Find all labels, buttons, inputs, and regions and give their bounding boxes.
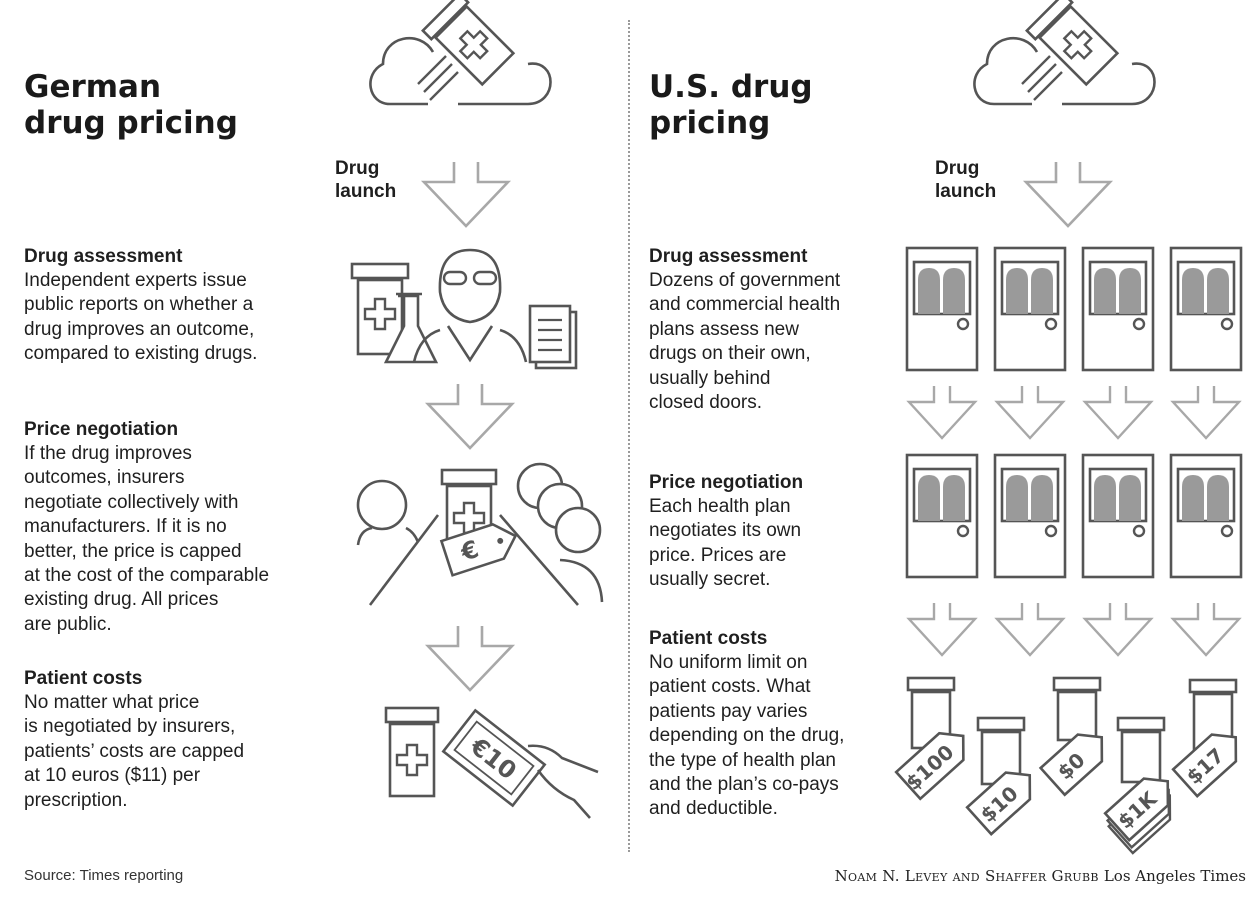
pill-bottle-icon [906, 676, 956, 750]
person-icon [516, 462, 604, 603]
door-icon [905, 246, 979, 372]
us-assessment: Drug assessment Dozens of government and… [649, 245, 899, 415]
us-assessment-heading: Drug assessment [649, 246, 808, 267]
germany-assessment: Drug assessment Independent experts issu… [24, 245, 344, 367]
germany-assessment-text: Independent experts issue public reports… [24, 270, 258, 365]
price-tag-icon: $1K [1103, 777, 1172, 855]
arrow-down-icon [907, 384, 977, 440]
credit-authors: Noam N. Levey and Shaffer Grubb [834, 867, 1099, 885]
us-title: U.S. drug pricing [649, 69, 813, 141]
arrow-down-icon [1171, 384, 1241, 440]
door-icon [1169, 453, 1243, 579]
us-launch-label: Drug launch [935, 158, 997, 202]
arrow-down-icon [995, 384, 1065, 440]
germany-title-line2: drug pricing [24, 105, 238, 141]
rocket-pill-icon [973, 0, 1156, 106]
germany-costs-text: No matter what price is negotiated by in… [24, 692, 245, 811]
us-negotiation: Price negotiation Each health plan negot… [649, 471, 899, 593]
us-negotiation-heading: Price negotiation [649, 472, 804, 493]
us-negotiation-text: Each health plan negotiates its own pric… [649, 496, 802, 591]
source-note: Source: Times reporting [24, 867, 184, 884]
germany-launch-label: Drug launch [335, 158, 397, 202]
banknote-icon: €10 [441, 708, 547, 808]
door-icon [993, 246, 1067, 372]
door-icon [993, 453, 1067, 579]
price-tag-icon: $0 [1038, 733, 1104, 797]
door-icon [1169, 246, 1243, 372]
door-icon [1081, 453, 1155, 579]
door-icon [1081, 246, 1155, 372]
rocket-pill-icon [369, 0, 552, 106]
arrow-down-icon [426, 624, 514, 692]
us-costs-text: No uniform limit on patient costs. What … [649, 652, 845, 820]
arrow-down-icon [1171, 601, 1241, 657]
report-icon [528, 304, 578, 370]
germany-title-line1: German [24, 69, 162, 105]
pill-bottle-icon [350, 262, 410, 356]
germany-costs-heading: Patient costs [24, 668, 143, 689]
negotiation-table [368, 514, 579, 606]
germany-negotiation: Price negotiation If the drug improves o… [24, 418, 344, 637]
flask-icon [383, 292, 439, 364]
pill-bottle-icon [1052, 676, 1102, 742]
column-divider [628, 20, 630, 852]
credit-brand: Los Angeles Times [1103, 867, 1246, 885]
arrow-down-icon [1083, 601, 1153, 657]
germany-assessment-heading: Drug assessment [24, 246, 183, 267]
us-costs: Patient costs No uniform limit on patien… [649, 627, 899, 822]
arrow-down-icon [1024, 160, 1112, 228]
us-costs-heading: Patient costs [649, 628, 768, 649]
price-tag-icon: € [439, 522, 518, 577]
arrow-down-icon [426, 382, 514, 450]
germany-costs: Patient costs No matter what price is ne… [24, 667, 344, 813]
germany-title: German drug pricing [24, 69, 238, 141]
arrow-down-icon [907, 601, 977, 657]
pill-bottle-icon [384, 706, 440, 798]
scientist-icon [412, 248, 528, 363]
arrow-down-icon [1083, 384, 1153, 440]
price-tag-icon: $17 [1171, 733, 1238, 798]
arrow-down-icon [995, 601, 1065, 657]
germany-negotiation-text: If the drug improves outcomes, insurers … [24, 443, 270, 635]
us-title-line2: pricing [649, 105, 771, 141]
us-title-line1: U.S. drug [649, 69, 813, 105]
credit-line: Noam N. Levey and Shaffer Grubb Los Ange… [835, 867, 1246, 885]
person-icon [356, 479, 420, 546]
arrow-down-icon [422, 160, 510, 228]
price-tag-icon: $10 [965, 771, 1032, 836]
pill-bottle-icon [1116, 716, 1166, 784]
door-icon [905, 453, 979, 579]
us-assessment-text: Dozens of government and commercial heal… [649, 270, 841, 414]
hand-icon [527, 744, 599, 819]
germany-negotiation-heading: Price negotiation [24, 419, 179, 440]
